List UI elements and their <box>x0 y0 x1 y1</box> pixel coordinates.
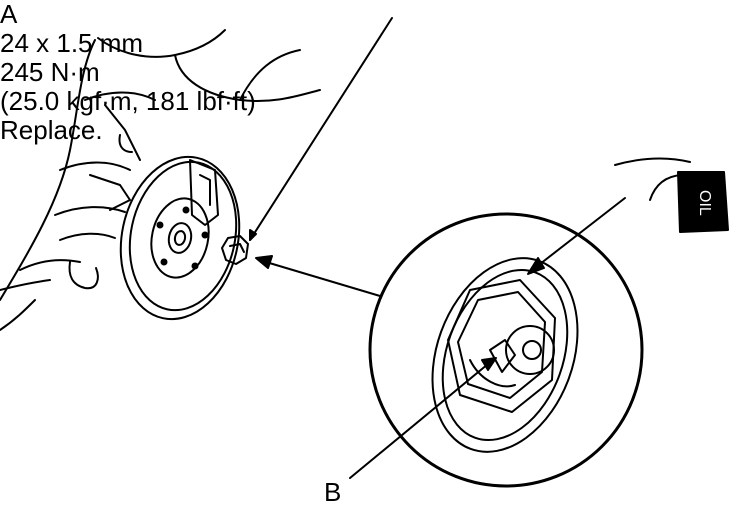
suspension-assembly <box>0 29 321 331</box>
torque-alt-text: (25.0 kgf·m, 181 lbf·ft) <box>0 86 256 116</box>
oil-can-label: OIL <box>696 190 713 216</box>
callout-a-spec: A 24 x 1.5 mm 245 N·m (25.0 kgf·m, 181 l… <box>0 0 736 145</box>
leader-line-b <box>349 363 489 479</box>
leader-arrow-b <box>481 357 497 371</box>
leader-arrow-a-detail <box>527 257 545 275</box>
spindle-nut-small <box>221 235 249 265</box>
brake-caliper <box>189 159 219 226</box>
callout-a-letter: A <box>0 0 18 29</box>
callout-b-letter: B <box>324 477 342 507</box>
replace-note-text: Replace. <box>0 115 103 145</box>
leader-arrow-a <box>249 229 257 241</box>
nut-size-text: 24 x 1.5 mm <box>0 28 144 58</box>
leader-line-a <box>249 17 393 241</box>
zoom-arrow-shaft <box>265 261 381 297</box>
wheel-studs <box>156 206 209 270</box>
zoom-arrow-head <box>255 255 273 269</box>
detail-zoom-circle <box>368 212 644 488</box>
oil-can-icon <box>614 157 729 233</box>
leader-line-a-detail <box>539 197 626 265</box>
